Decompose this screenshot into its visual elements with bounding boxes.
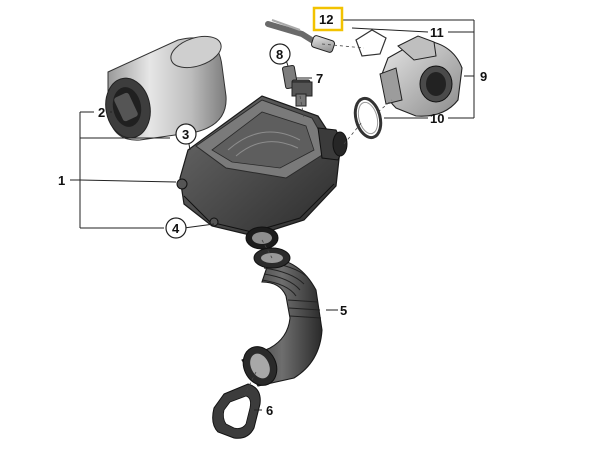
callout-7: 7 (316, 71, 323, 86)
svg-text:6: 6 (266, 403, 273, 418)
assembly-axis-lines (243, 43, 393, 397)
hose-clamp (353, 96, 383, 140)
callout-11: 11 (430, 25, 444, 40)
svg-text:4: 4 (172, 221, 180, 236)
callout-1: 1 (58, 173, 65, 188)
gasket (355, 29, 387, 57)
svg-text:11: 11 (430, 25, 444, 40)
callout-9: 9 (480, 69, 487, 84)
svg-text:3: 3 (182, 127, 189, 142)
svg-text:8: 8 (276, 47, 283, 62)
maf-sensor-housing (379, 35, 463, 117)
svg-text:10: 10 (430, 111, 444, 126)
hose-seal (212, 383, 261, 439)
svg-text:7: 7 (316, 71, 323, 86)
intake-hose (241, 247, 323, 387)
callout-8: 8 (269, 43, 291, 65)
svg-text:2: 2 (98, 105, 105, 120)
svg-text:9: 9 (480, 69, 487, 84)
callout-6: 6 (266, 403, 273, 418)
callout-10: 10 (430, 111, 444, 126)
air-filter-housing (176, 95, 348, 250)
callout-12-highlighted: 12 (312, 6, 344, 32)
callout-3: 3 (175, 123, 197, 145)
svg-text:1: 1 (58, 173, 65, 188)
svg-text:5: 5 (340, 303, 347, 318)
svg-text:12: 12 (319, 12, 333, 27)
callout-5: 5 (340, 303, 347, 318)
air-filter-element (105, 35, 227, 141)
callout-2: 2 (98, 105, 105, 120)
callout-4: 4 (165, 217, 187, 239)
temperature-sensor (291, 81, 313, 107)
leader-lines (70, 19, 475, 411)
